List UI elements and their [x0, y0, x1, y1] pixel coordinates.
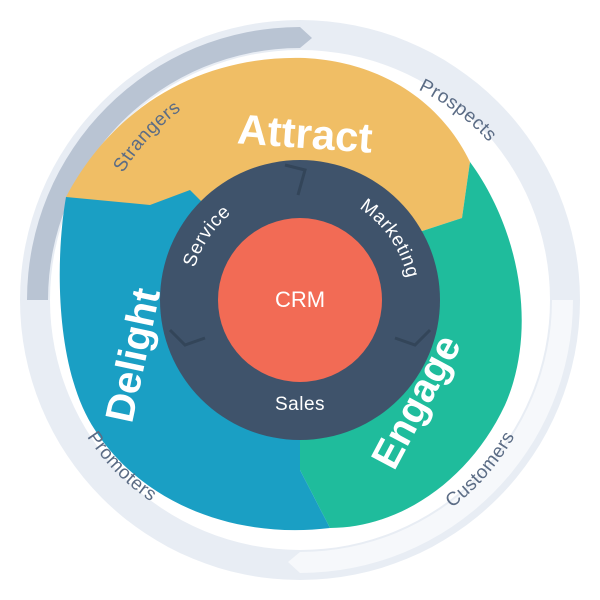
- crm-label: CRM: [275, 287, 325, 312]
- teams-ring-divider-right: [394, 328, 432, 347]
- teams-ring-divider-top: [284, 163, 307, 196]
- teams-ring-divider-left: [168, 328, 206, 347]
- attract-label: Attract: [236, 105, 374, 161]
- outer-ring-shade-bottom: [288, 300, 573, 573]
- outer-ring-shade-top: [27, 27, 312, 300]
- sales-label: Sales: [275, 394, 325, 415]
- crm-core: [218, 218, 382, 382]
